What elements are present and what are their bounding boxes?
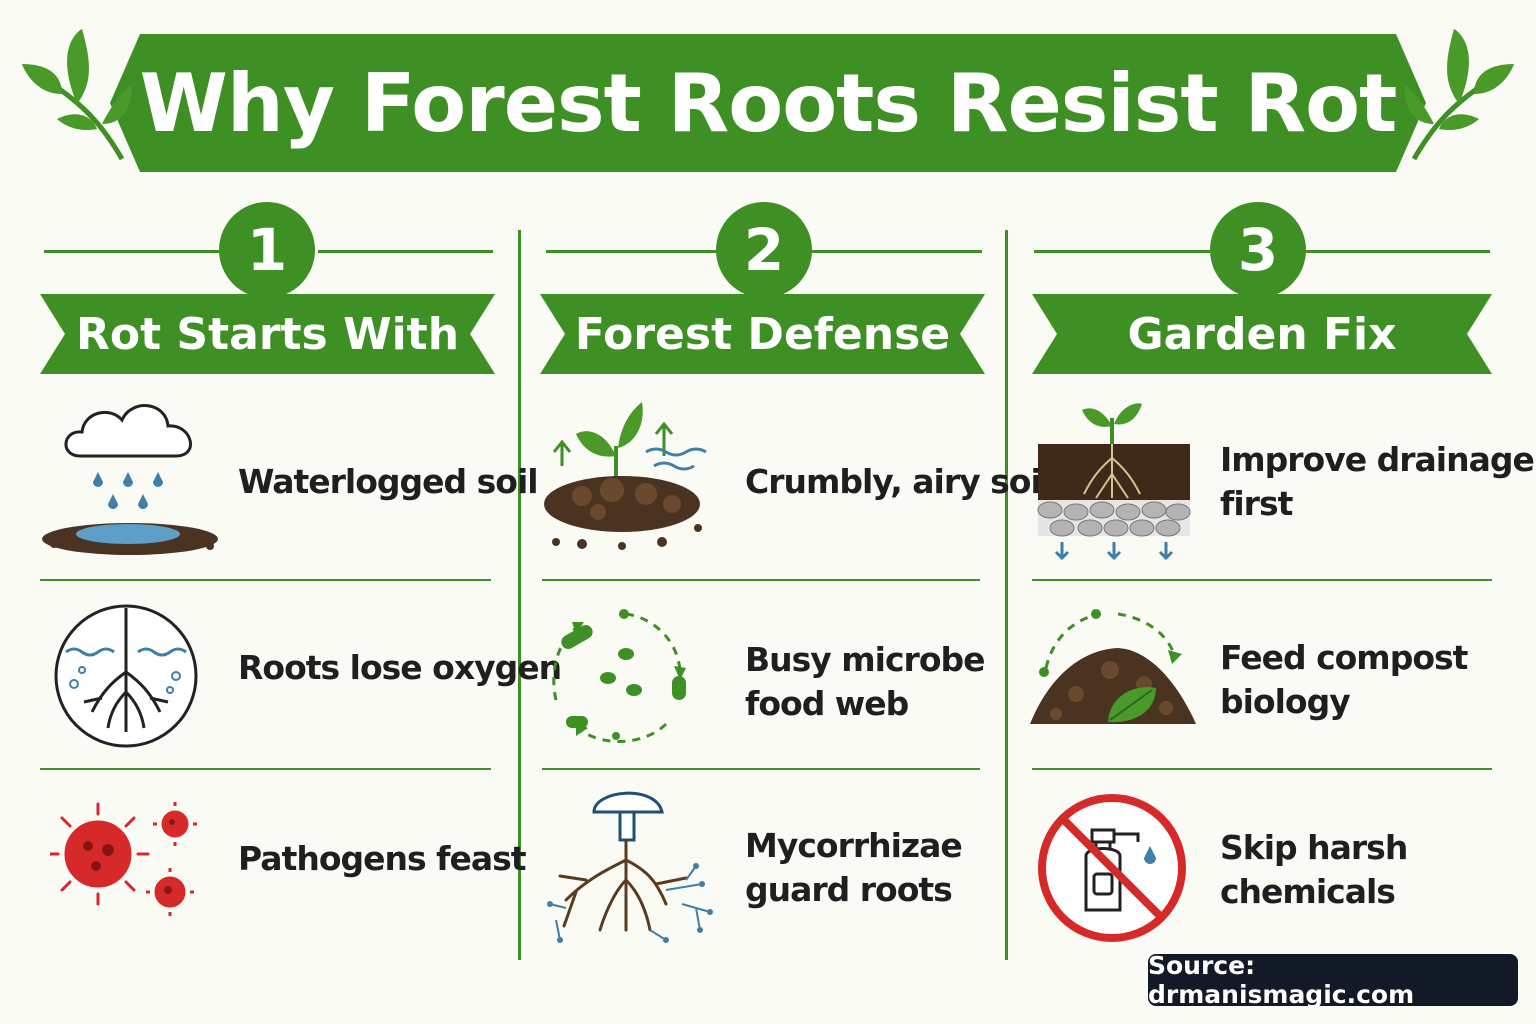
row-divider — [1032, 768, 1492, 770]
section-ribbon-2: Forest Defense — [540, 294, 985, 374]
title-banner: Why Forest Roots Resist Rot — [100, 30, 1436, 176]
row-divider — [40, 768, 491, 770]
item-label: Feed compost biology — [1220, 638, 1468, 721]
section-heading: Forest Defense — [574, 308, 951, 360]
item-label: Mycorrhizae guard roots — [745, 826, 963, 909]
number-rule — [44, 250, 219, 253]
sprout-soil-icon — [542, 396, 718, 556]
section-ribbon-3: Garden Fix — [1032, 294, 1492, 374]
item-label: Pathogens feast — [238, 839, 527, 878]
item-label: Waterlogged soil — [238, 462, 539, 501]
item-label: Skip harsh chemicals — [1220, 828, 1408, 911]
row-divider — [542, 768, 980, 770]
number-rule — [812, 250, 982, 253]
compost-pile-icon — [1026, 604, 1198, 736]
root-in-water-icon — [52, 602, 200, 750]
section-ribbon-1: Rot Starts With — [40, 294, 495, 374]
rain-cloud-puddle-icon — [40, 394, 220, 559]
step-number-3: 3 — [1210, 202, 1306, 298]
number-rule — [1306, 250, 1490, 253]
leaf-right-icon — [1404, 24, 1514, 168]
item-label: Improve drainage first — [1220, 440, 1535, 523]
column-divider — [518, 230, 521, 960]
number-rule — [546, 250, 716, 253]
title-banner-shape — [110, 34, 1426, 172]
item-label: Roots lose oxygen — [238, 648, 562, 687]
item-label: Busy microbe food web — [745, 640, 985, 723]
column-divider — [1005, 230, 1008, 960]
no-spray-icon — [1034, 790, 1190, 946]
drainage-layers-icon — [1034, 398, 1194, 566]
page-title: Why Forest Roots Resist Rot — [139, 56, 1398, 150]
leaf-left-icon — [22, 24, 132, 168]
number-rule — [1034, 250, 1210, 253]
item-label: Crumbly, airy soil — [745, 462, 1052, 501]
source-badge: Source: drmanismagic.com — [1148, 951, 1518, 1009]
row-divider — [40, 579, 491, 581]
step-number-1: 1 — [219, 202, 315, 298]
row-divider — [1032, 579, 1492, 581]
section-heading: Rot Starts With — [75, 308, 460, 360]
number-rule — [318, 250, 493, 253]
step-number-2: 2 — [716, 202, 812, 298]
pathogen-icon — [50, 800, 200, 920]
microbe-cycle-icon — [546, 604, 696, 750]
row-divider — [542, 579, 980, 581]
mushroom-roots-icon — [546, 780, 716, 946]
section-heading: Garden Fix — [1127, 308, 1397, 360]
